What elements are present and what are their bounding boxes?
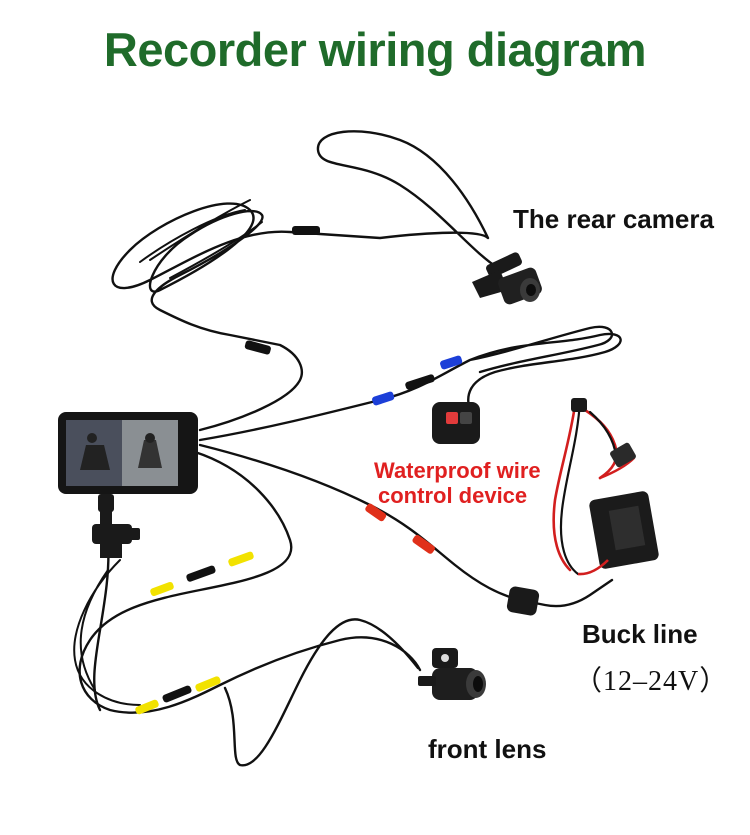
buck-converter-icon [578,490,660,574]
rear-camera-label: The rear camera [513,204,714,235]
blue-connector-2 [439,355,463,370]
buck-line-label: Buck line [582,619,698,650]
waterproof-label-line1: Waterproof wire [374,458,541,484]
power-plug [571,398,587,412]
rear-camera-icon [472,251,544,306]
red-connector-2 [411,534,436,555]
rear-camera-cable [113,131,498,430]
front-lens-cable [80,452,420,765]
waterproof-label-line2: control device [378,483,527,509]
mount-bracket-icon [92,494,140,558]
rear-connector [292,226,320,235]
voltage-label: （12–24V） [574,659,728,699]
blue-connector-1 [371,391,395,406]
dash-camera-unit [58,412,198,494]
yellow-connector-2 [149,581,174,597]
front-lens-label: front lens [428,734,546,765]
front-lens-icon [418,648,486,700]
ferrite-choke [506,586,540,617]
yellow-connector-1 [227,551,254,567]
remote-control-icon [432,402,480,444]
